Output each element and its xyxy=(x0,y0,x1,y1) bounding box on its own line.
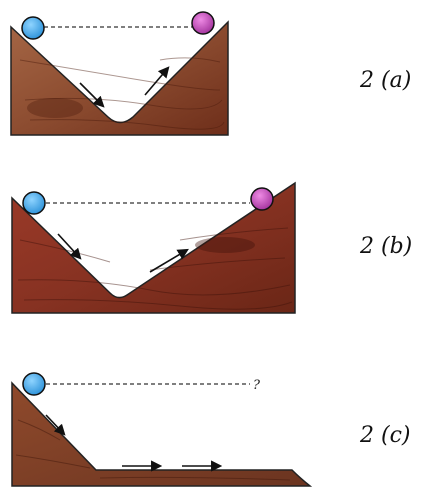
dark-grain-b xyxy=(195,237,255,253)
arrow-up-b xyxy=(149,248,189,273)
arrow-down-c xyxy=(45,414,66,436)
ball-start-b xyxy=(22,191,46,215)
arrow-down-b xyxy=(57,233,82,260)
caption-2b: 2 (b) xyxy=(360,234,413,259)
caption-2c: 2 (c) xyxy=(360,423,411,448)
panel-b xyxy=(11,181,296,314)
panel-a xyxy=(10,11,229,136)
ball-end-a xyxy=(191,11,215,35)
caption-2a: 2 (a) xyxy=(360,68,412,93)
arrow-down-a xyxy=(79,82,105,108)
unknown-height-mark: ? xyxy=(253,378,261,393)
ball-end-b xyxy=(250,187,274,211)
track-a xyxy=(10,20,229,136)
track-b xyxy=(11,181,296,314)
dark-grain-a xyxy=(27,98,83,118)
panel-c: ? xyxy=(11,372,313,487)
arrow-up-a xyxy=(144,66,170,96)
wood-grain-a xyxy=(19,57,225,130)
wood-grain-c xyxy=(15,419,291,481)
ball-start-c xyxy=(22,372,46,396)
wood-grain-b xyxy=(17,227,293,310)
ball-start-a xyxy=(21,16,45,40)
track-c xyxy=(11,381,313,487)
